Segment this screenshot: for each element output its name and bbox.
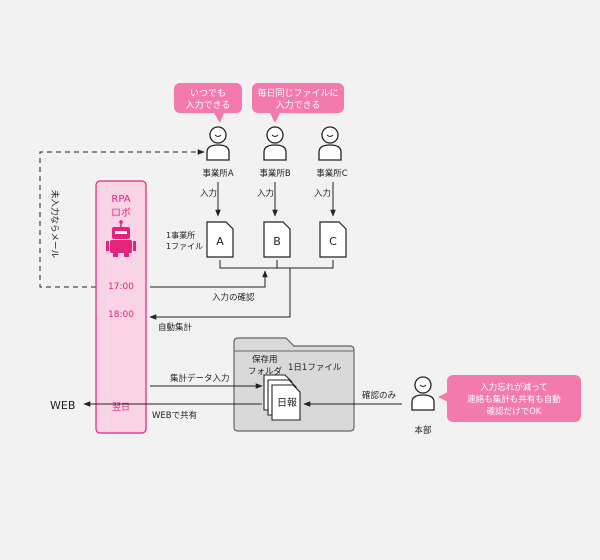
bubble-b: 毎日同じファイルに 入力できる bbox=[252, 83, 344, 123]
file-c-label: C bbox=[329, 235, 337, 248]
robot-title-line2: ロボ bbox=[111, 207, 131, 219]
aggregate-label: 自動集計 bbox=[158, 322, 193, 333]
bubble-a-line2: 入力できる bbox=[186, 99, 231, 111]
person-icon-honbu bbox=[411, 376, 435, 411]
person-icon-office-a bbox=[206, 126, 230, 161]
bubble-b-line1: 毎日同じファイルに bbox=[257, 87, 338, 99]
storage-folder: 保存用 フォルダ 1日1ファイル 日報 bbox=[233, 337, 355, 432]
web-share-label: WEBで共有 bbox=[152, 410, 197, 421]
robot-title-line1: RPA bbox=[111, 194, 130, 205]
bubble-a: いつでも 入力できる bbox=[174, 83, 242, 123]
web-label: WEB bbox=[50, 399, 75, 412]
office-b-label: 事業所B bbox=[259, 168, 291, 179]
person-icon-office-b bbox=[263, 126, 287, 161]
file-a: A bbox=[206, 221, 234, 258]
file-note-line1: 1事業所 bbox=[166, 230, 195, 240]
bubble-b-line2: 入力できる bbox=[276, 99, 321, 111]
robot-icon bbox=[106, 220, 136, 257]
mail-dashed-arrow bbox=[39, 149, 205, 288]
aggregate-arrow bbox=[149, 268, 291, 320]
file-c: C bbox=[319, 221, 347, 258]
bubble-honbu-line3: 確認だけでOK bbox=[487, 406, 542, 417]
file-a-label: A bbox=[216, 235, 224, 248]
office-c-label: 事業所C bbox=[316, 168, 348, 179]
bubble-honbu-line2: 連絡も集計も共有も自動 bbox=[467, 394, 561, 405]
folder-title-line1: 保存用 bbox=[252, 354, 278, 365]
confirm-label: 入力の確認 bbox=[212, 292, 255, 303]
folder-title-line2: フォルダ bbox=[248, 366, 283, 377]
robot-time-1800: 18:00 bbox=[108, 310, 134, 320]
input-label-b: 入力 bbox=[257, 188, 274, 199]
bubble-honbu-line1: 入力忘れが減って bbox=[480, 382, 548, 393]
mail-label: 未入力ならメール bbox=[49, 190, 60, 259]
bubble-a-line1: いつでも bbox=[190, 88, 226, 99]
office-a-label: 事業所A bbox=[202, 168, 234, 179]
robot-time-next-day: 翌日 bbox=[112, 402, 130, 413]
file-b-label: B bbox=[273, 235, 281, 248]
honbu-label: 本部 bbox=[414, 425, 432, 436]
input-label-a: 入力 bbox=[200, 188, 217, 199]
file-b: B bbox=[263, 221, 291, 258]
daily-report-label: 日報 bbox=[277, 397, 297, 409]
confirm-arrow bbox=[150, 270, 268, 288]
person-icon-office-c bbox=[318, 126, 342, 161]
input-label-c: 入力 bbox=[314, 188, 331, 199]
rpa-robot-panel: RPA ロボ 17:00 18:00 翌日 bbox=[95, 180, 147, 434]
bubble-honbu: 入力忘れが減って 連絡も集計も共有も自動 確認だけでOK bbox=[438, 375, 581, 422]
robot-time-1700: 17:00 bbox=[108, 282, 134, 292]
file-note-line2: 1ファイル bbox=[166, 242, 203, 251]
check-only-label: 確認のみ bbox=[362, 390, 397, 401]
data-input-label: 集計データ入力 bbox=[170, 373, 230, 384]
folder-file-rule: 1日1ファイル bbox=[288, 363, 342, 373]
